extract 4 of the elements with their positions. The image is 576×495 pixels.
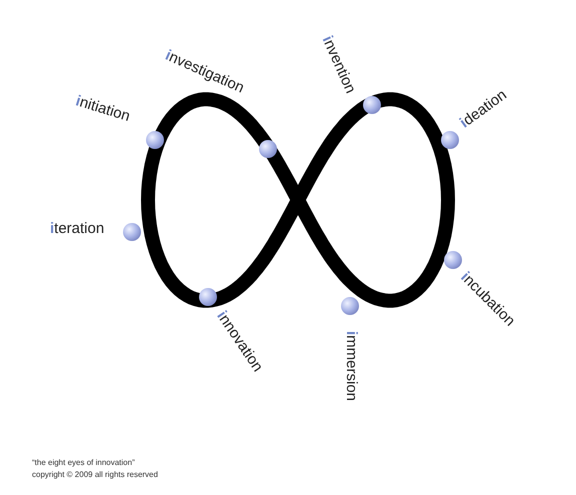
caption: “the eight eyes of innovation” xyxy=(32,458,135,467)
copyright-note: copyright © 2009 all rights reserved xyxy=(32,470,158,479)
stage-label: immersion xyxy=(342,331,360,402)
stage-label: iteration xyxy=(50,220,104,238)
